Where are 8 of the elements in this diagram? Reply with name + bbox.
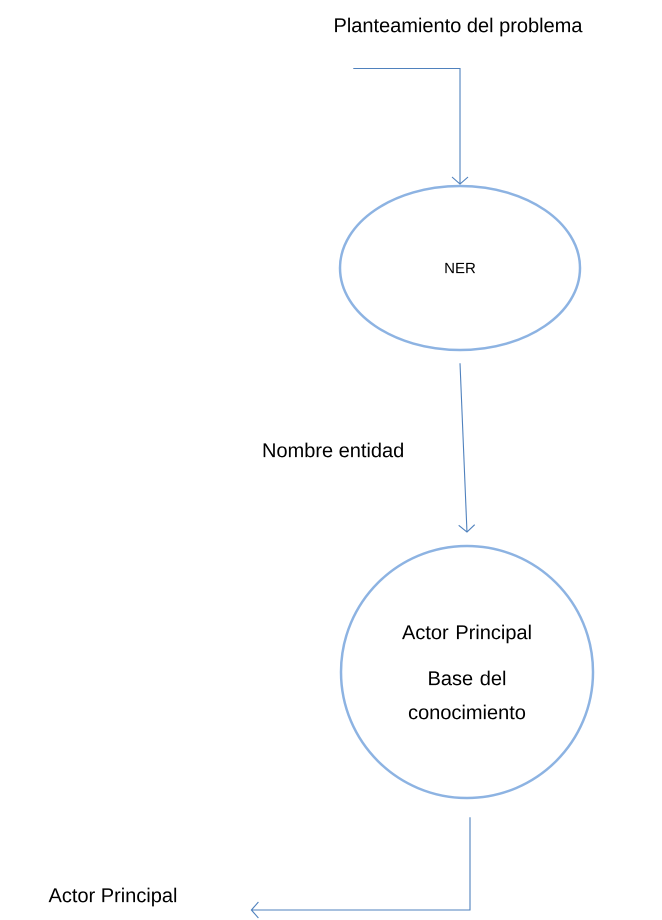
text-label: Planteamiento del problema xyxy=(335,18,582,36)
arrow xyxy=(353,68,468,185)
edge-label: Nombre entidad xyxy=(261,442,406,458)
circle-node: Actor Principal Base del conocimiento xyxy=(340,544,594,800)
arrow xyxy=(250,817,471,918)
text-label: Actor Principal xyxy=(48,888,176,906)
arrow xyxy=(458,363,476,533)
ellipse-node: NER xyxy=(338,184,582,352)
